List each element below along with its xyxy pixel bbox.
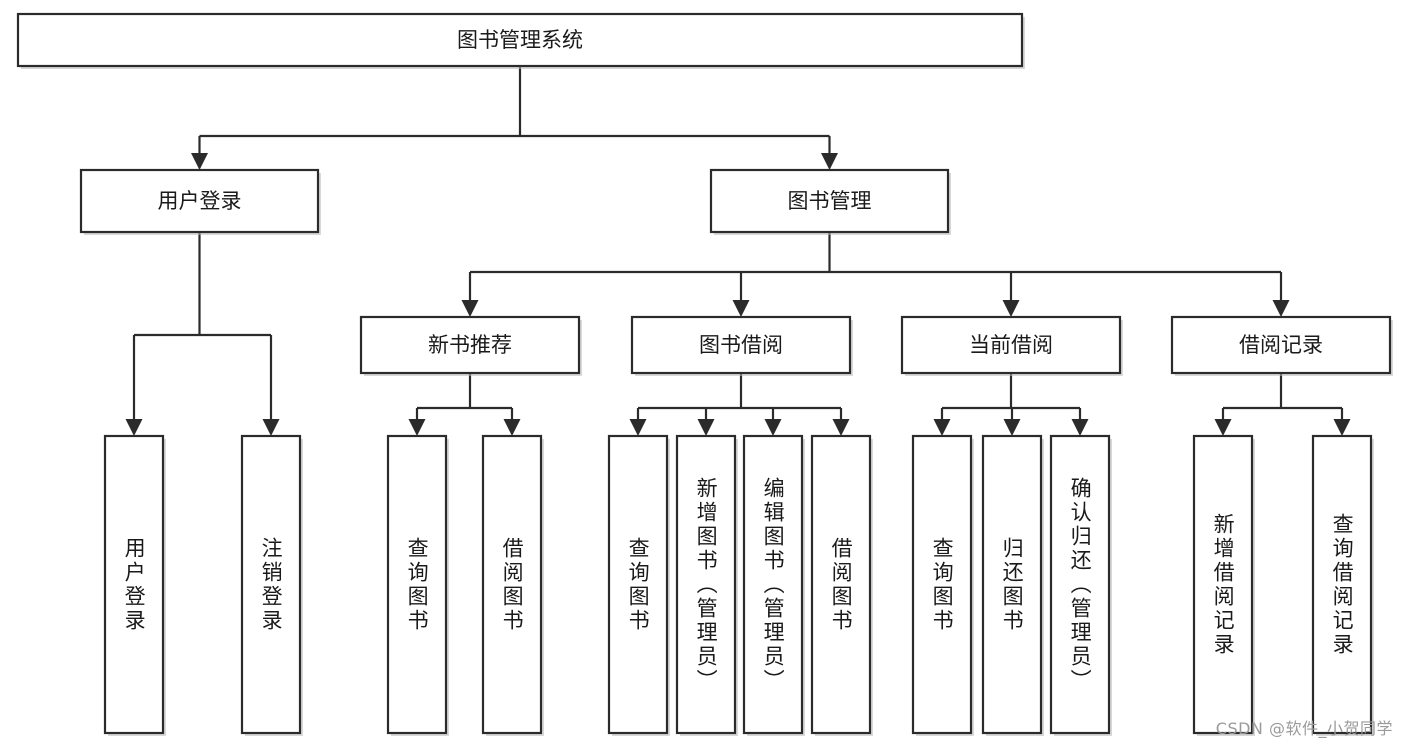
node-box-user-login[interactable] (79, 168, 320, 234)
node-label-user-login: 用户登录 (158, 189, 242, 213)
node-box-leaf-add-book-admin[interactable] (675, 434, 737, 735)
borrow-record-fanout-branch-1-arrowhead (1333, 419, 1351, 436)
book-manage-fanout-branch-0-arrowhead (461, 300, 479, 317)
node-box-book-borrow[interactable] (630, 315, 852, 375)
book-borrow-fanout-branch-2-arrowhead (764, 419, 782, 436)
node-box-leaf-query-book-recommend[interactable] (386, 434, 448, 735)
node-box-book-manage[interactable] (709, 168, 950, 234)
node-box-leaf-logout-login[interactable] (240, 434, 302, 735)
book-manage-fanout-branch-2-arrowhead (1002, 300, 1020, 317)
node-box-current-borrow[interactable] (900, 315, 1122, 375)
node-box-leaf-add-borrow-record[interactable] (1192, 434, 1254, 735)
node-label-new-book-recommend: 新书推荐 (428, 333, 512, 357)
user-login-fanout-branch-1-arrowhead (262, 419, 280, 436)
root-fanout-branch-1-arrowhead (821, 153, 838, 170)
node-label-root: 图书管理系统 (457, 28, 583, 52)
book-borrow-fanout-branch-0-arrowhead (629, 419, 647, 436)
node-label-book-borrow: 图书借阅 (699, 333, 783, 357)
node-label-current-borrow: 当前借阅 (969, 333, 1053, 357)
node-box-leaf-return-book[interactable] (981, 434, 1043, 735)
node-box-leaf-borrow-book-recommend[interactable] (481, 434, 543, 735)
connector-layer (125, 66, 1351, 436)
node-box-leaf-query-book-current[interactable] (911, 434, 973, 735)
new-book-recommend-fanout-branch-0-arrowhead (408, 419, 426, 436)
node-label-book-manage: 图书管理 (788, 189, 872, 213)
root-fanout-branch-0-arrowhead (191, 153, 208, 170)
current-borrow-fanout-branch-0-arrowhead (933, 419, 951, 436)
new-book-recommend-fanout-branch-1-arrowhead (503, 419, 521, 436)
node-box-borrow-record[interactable] (1170, 315, 1392, 375)
book-borrow-fanout-branch-3-arrowhead (832, 419, 850, 436)
node-box-leaf-query-book-borrow[interactable] (607, 434, 669, 735)
node-box-new-book-recommend[interactable] (359, 315, 581, 375)
node-box-root[interactable] (16, 12, 1024, 68)
borrow-record-fanout-branch-0-arrowhead (1214, 419, 1232, 436)
node-box-leaf-confirm-return-admin[interactable] (1049, 434, 1111, 735)
book-manage-fanout-branch-3-arrowhead (1272, 300, 1290, 317)
current-borrow-fanout-branch-1-arrowhead (1003, 419, 1021, 436)
node-box-leaf-edit-book-admin[interactable] (742, 434, 804, 735)
node-label-borrow-record: 借阅记录 (1239, 333, 1323, 357)
node-box-layer (16, 12, 1393, 736)
watermark-text: CSDN @软件_小贺同学 (1215, 719, 1393, 738)
node-box-leaf-user-login[interactable] (103, 434, 165, 735)
user-login-fanout-branch-0-arrowhead (125, 419, 143, 436)
book-borrow-fanout-branch-1-arrowhead (697, 419, 715, 436)
node-box-leaf-borrow-book[interactable] (810, 434, 872, 735)
node-box-leaf-query-borrow-record[interactable] (1311, 434, 1373, 735)
current-borrow-fanout-branch-2-arrowhead (1071, 419, 1089, 436)
book-manage-fanout-branch-1-arrowhead (732, 300, 750, 317)
